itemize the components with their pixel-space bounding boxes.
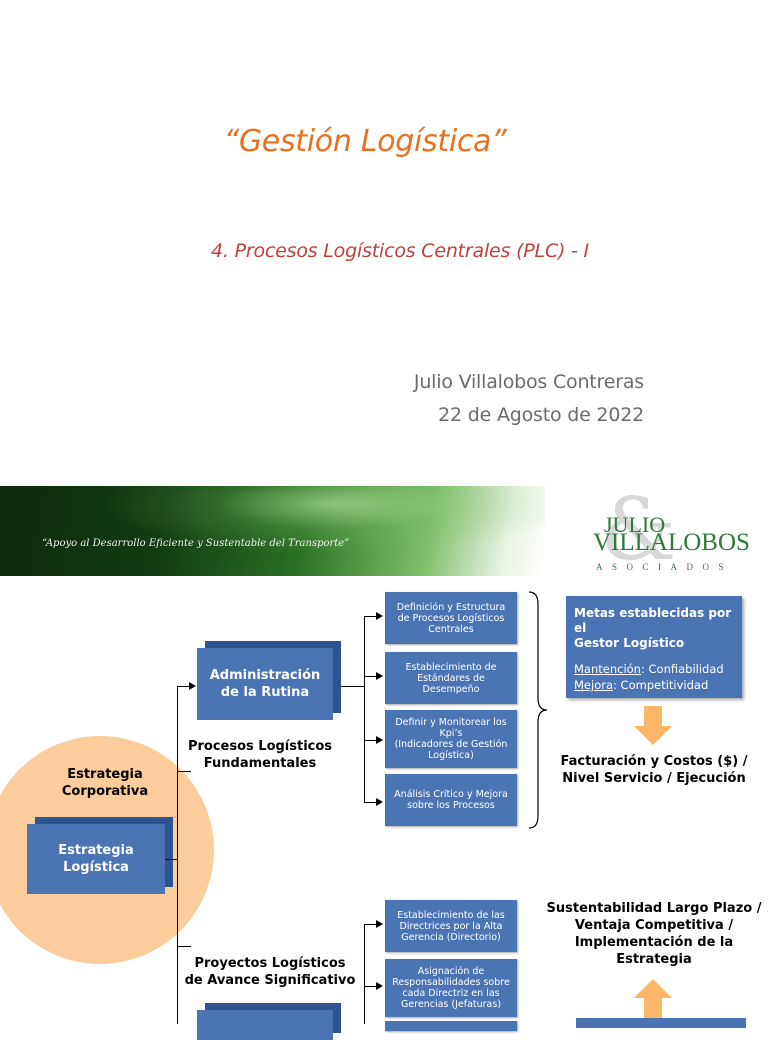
connector-core (165, 859, 178, 860)
connector-section2 (177, 946, 191, 947)
logo-ampersand-icon: & (600, 480, 677, 580)
significant-projects-label: Proyectos Logísticos de Avance Significa… (184, 956, 356, 988)
company-banner: “Apoyo al Desarrollo Eficiente y Sustent… (0, 480, 768, 580)
logistics-strategy-box: Estrategia Logística (27, 824, 165, 894)
goals-box: Metas establecidas por el Gestor Logísti… (566, 596, 742, 698)
project-step-box: Establecimiento de las Directrices por l… (385, 900, 517, 952)
connector-step-1 (364, 616, 377, 617)
project-step-box: Asignación de Responsabilidades sobre ca… (385, 959, 517, 1017)
routine-step-box: Definición y Estructura de Procesos Logí… (385, 592, 517, 644)
arrow-right-icon (376, 672, 383, 680)
project-step-box (385, 1021, 517, 1031)
corporate-strategy-label: Estrategia Corporativa (61, 767, 149, 799)
process-diagram: Estrategia Corporativa Estrategia Logíst… (0, 576, 768, 1040)
presentation-date: 22 de Agosto de 2022 (438, 404, 644, 426)
routine-admin-box: Administración de la Rutina (197, 648, 333, 720)
arrow-right-icon (376, 798, 383, 806)
connector-step-4 (364, 802, 377, 803)
connector-admin (177, 686, 189, 687)
connector-routine (341, 686, 364, 687)
author-name: Julio Villalobos Contreras (413, 371, 644, 393)
connector-step-3 (364, 740, 377, 741)
logo-subtitle: ASOCIADOS (596, 562, 734, 572)
arrow-right-icon (376, 920, 383, 928)
connector-trunk (177, 686, 178, 1024)
strategy-results-text: Sustentabilidad Largo Plazo / Ventaja Co… (546, 901, 762, 967)
arrow-up-icon (634, 979, 672, 1018)
banner-background (0, 486, 545, 576)
arrow-right-icon (376, 612, 383, 620)
banner-tagline: “Apoyo al Desarrollo Eficiente y Sustent… (42, 538, 350, 549)
core-processes-label: Procesos Logísticos Fundamentales (187, 739, 333, 771)
slide-title: “Gestión Logística” (223, 124, 507, 159)
connector-routine-vertical (364, 616, 365, 802)
arrow-right-icon (376, 982, 383, 990)
brace-icon (528, 591, 548, 829)
routine-step-box: Definir y Monitorear los Kpi’s (Indicado… (385, 710, 517, 768)
logo-name-first: JULIO (604, 512, 666, 537)
slide-subtitle: 4. Procesos Logísticos Centrales (PLC) -… (211, 240, 589, 262)
connector-step-2 (364, 676, 377, 677)
results-text: Facturación y Costos ($) / Nivel Servici… (560, 754, 748, 786)
arrow-right-icon (189, 682, 196, 690)
connector-project-1 (364, 924, 377, 925)
arrow-down-icon (634, 706, 672, 745)
routine-step-box: Análisis Crítico y Mejora sobre los Proc… (385, 774, 517, 826)
connector-projects-vertical (364, 924, 365, 1024)
routine-step-box: Establecimiento de Estándares de Desempe… (385, 652, 517, 704)
arrow-right-icon (376, 736, 383, 744)
projects-box (197, 1010, 333, 1040)
connector-section1 (177, 771, 191, 772)
connector-project-2 (364, 986, 377, 987)
bottom-goals-box (576, 1018, 746, 1028)
logo-name-last: VILLALOBOS (593, 529, 750, 556)
